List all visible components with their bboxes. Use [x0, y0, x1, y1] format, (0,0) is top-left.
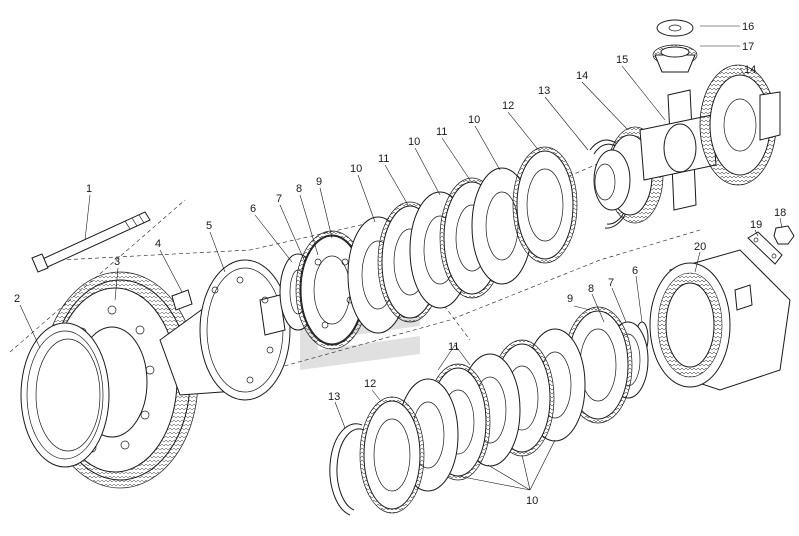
- callout-19: 19: [750, 219, 762, 231]
- callout-9-upper: 9: [316, 176, 322, 188]
- callout-9-lower: 9: [567, 293, 573, 305]
- callout-10-upper-3: 10: [468, 114, 480, 126]
- callout-6-lower: 6: [632, 265, 638, 277]
- callout-6-upper: 6: [250, 203, 256, 215]
- callout-16: 16: [742, 21, 754, 33]
- part-1-bolt: [31, 211, 151, 273]
- callout-13-lower: 13: [328, 391, 340, 403]
- part-15-spider: [639, 89, 717, 211]
- lower-disc-stack: [329, 306, 649, 516]
- callout-12-upper: 12: [502, 100, 514, 112]
- callout-20: 20: [694, 241, 706, 253]
- callout-7-lower: 7: [608, 277, 614, 289]
- callout-17: 17: [742, 41, 754, 53]
- part-18-nut: [773, 225, 795, 245]
- callout-3: 3: [114, 256, 120, 268]
- part-2-ring: [20, 322, 110, 468]
- part-19-lock-plate: [747, 231, 783, 265]
- callout-4: 4: [155, 238, 161, 250]
- callout-5: 5: [206, 220, 212, 232]
- leader-lines: [19, 25, 783, 491]
- callout-15: 15: [616, 54, 628, 66]
- part-12-end-disc-lower: [359, 396, 425, 514]
- callout-18: 18: [774, 207, 786, 219]
- callout-labels: 1 2 3 4 5 6 7 8 9 10 11 10 11 10 12 13 1…: [14, 21, 786, 507]
- part-9-pressure-plate-upper: [295, 230, 369, 350]
- part-5-housing: [159, 259, 291, 401]
- callout-10-upper-2: 10: [408, 136, 420, 148]
- part-12-end-disc-upper: [512, 146, 578, 264]
- callout-11-lower: 11: [448, 341, 459, 353]
- callout-1: 1: [86, 183, 92, 195]
- callout-10-upper-1: 10: [350, 163, 362, 175]
- callout-8-lower: 8: [588, 283, 594, 295]
- part-13-snap-ring-lower: [329, 423, 365, 516]
- callout-13-upper: 13: [538, 85, 550, 97]
- callout-12-lower: 12: [364, 378, 376, 390]
- callout-10-lower: 10: [526, 495, 538, 507]
- part-4-pin: [171, 289, 193, 311]
- upper-disc-stack: [279, 139, 633, 350]
- callout-14-right: 14: [744, 64, 756, 76]
- part-14-side-gear-right: [699, 64, 781, 186]
- callout-8-upper: 8: [296, 183, 302, 195]
- callout-11-upper-1: 11: [378, 153, 389, 165]
- part-20-drum: [649, 249, 791, 391]
- part-16-thrust-washer: [656, 19, 694, 37]
- callout-14-left: 14: [576, 70, 588, 82]
- callout-7-upper: 7: [276, 193, 282, 205]
- callout-2: 2: [14, 293, 20, 305]
- part-17-pinion: [652, 44, 698, 73]
- callout-11-upper-2: 11: [436, 126, 447, 138]
